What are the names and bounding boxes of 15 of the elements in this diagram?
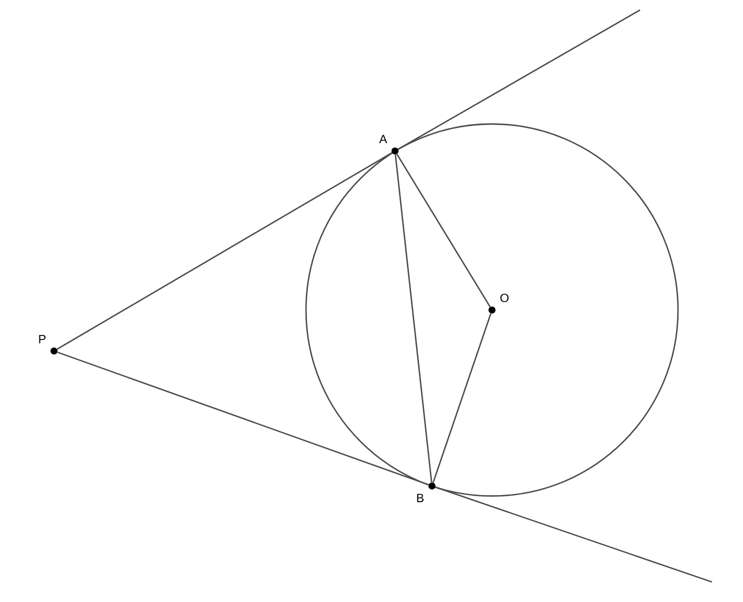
point: B xyxy=(417,482,436,502)
line xyxy=(398,9,640,150)
node-label: A xyxy=(379,134,388,144)
line xyxy=(57,352,429,486)
line xyxy=(394,154,432,482)
node-label: B xyxy=(417,494,424,502)
point: O xyxy=(488,294,509,314)
line xyxy=(396,154,491,308)
point: P xyxy=(39,334,58,354)
line xyxy=(56,152,392,350)
line xyxy=(435,486,712,583)
node-label: O xyxy=(500,294,509,302)
node-label: P xyxy=(39,334,46,344)
point: A xyxy=(379,134,398,154)
line xyxy=(432,313,492,483)
